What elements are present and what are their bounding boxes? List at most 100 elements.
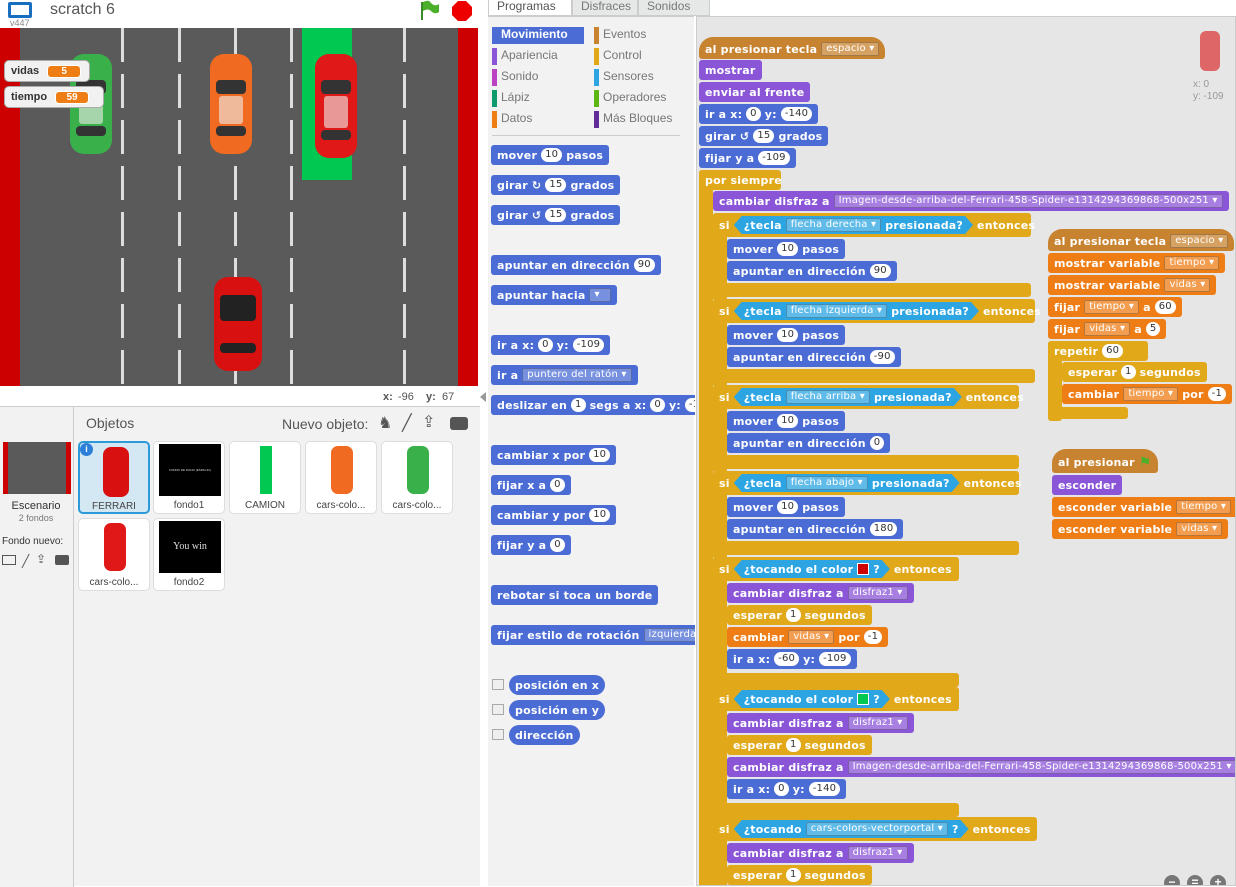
stage-thumbnail[interactable] — [3, 442, 71, 494]
block-dropdown[interactable]: flecha izquierda — [786, 304, 887, 318]
block-input[interactable]: -109 — [572, 338, 605, 352]
zoom-out-icon[interactable]: − — [1164, 875, 1180, 885]
sprite-thumb-fondo1[interactable]: FONDO DE INICIO (ESPACIO) fondo1 — [153, 441, 225, 514]
block-dropdown[interactable]: vidas — [1176, 522, 1223, 536]
forever-loop[interactable] — [699, 170, 713, 885]
stop-icon[interactable] — [451, 0, 473, 22]
reporter-y-position[interactable]: posición en y — [509, 700, 606, 720]
block-input[interactable]: 0 — [550, 538, 565, 552]
block-input[interactable]: 10 — [777, 328, 799, 342]
forever-header[interactable]: por siempre — [699, 170, 782, 190]
paint-backdrop-icon[interactable] — [2, 555, 16, 565]
block-dropdown[interactable]: espacio — [1170, 234, 1229, 248]
block-set-var[interactable]: fijarvidasa5 — [1048, 319, 1167, 339]
category-lapiz[interactable]: Lápiz — [492, 90, 584, 107]
choose-sprite-icon[interactable]: ♞ — [378, 415, 393, 432]
block-dropdown[interactable]: vidas — [1084, 322, 1131, 336]
hat-flag-clicked[interactable]: al presionar⚑ — [1052, 449, 1158, 473]
block-input[interactable]: 0 — [746, 107, 761, 121]
tab-programas[interactable]: Programas — [488, 0, 572, 16]
sprite-thumb-camion[interactable]: CAMION — [229, 441, 301, 514]
category-eventos[interactable]: Eventos — [594, 27, 686, 44]
block-input[interactable]: 15 — [753, 129, 775, 143]
sprite-thumb-cars-green[interactable]: cars-colo... — [381, 441, 453, 514]
block-input[interactable]: 180 — [869, 522, 898, 536]
touching-color-condition[interactable]: ¿tocando el color? — [734, 690, 890, 708]
block-set-y[interactable]: fijar y a-109 — [699, 148, 796, 168]
checkbox-y-position[interactable] — [492, 704, 504, 715]
block-input[interactable]: -140 — [780, 107, 813, 121]
block-go-front[interactable]: enviar al frente — [699, 82, 811, 102]
category-apariencia[interactable]: Apariencia — [492, 48, 584, 65]
touching-color-condition[interactable]: ¿tocando el color? — [734, 560, 890, 578]
zoom-in-icon[interactable]: + — [1210, 875, 1226, 885]
if-block[interactable] — [713, 687, 727, 821]
tiempo-monitor[interactable]: tiempo 59 — [4, 86, 104, 108]
block-input[interactable]: 10 — [589, 448, 611, 462]
palette-splitter-icon[interactable] — [480, 392, 486, 402]
block-dropdown[interactable]: tiempo — [1164, 256, 1220, 270]
block-dropdown[interactable]: tiempo — [1123, 387, 1179, 401]
zoom-reset-icon[interactable]: = — [1187, 875, 1203, 885]
repeat-loop[interactable] — [1048, 341, 1062, 421]
block-dropdown[interactable]: disfraz1 — [847, 846, 908, 860]
tab-sonidos[interactable]: Sonidos — [638, 0, 710, 16]
block-hide[interactable]: esconder — [1052, 475, 1123, 495]
checkbox-x-position[interactable] — [492, 679, 504, 690]
block-set-var[interactable]: fijartiempoa60 — [1048, 297, 1182, 317]
block-input[interactable]: -1 — [863, 630, 883, 644]
category-mas-bloques[interactable]: Más Bloques — [594, 111, 686, 128]
red-car-sprite[interactable] — [315, 54, 357, 158]
block-input[interactable]: 0 — [550, 478, 565, 492]
color-swatch-green[interactable] — [857, 693, 869, 705]
vidas-monitor[interactable]: vidas 5 — [4, 60, 90, 82]
project-title[interactable]: scratch 6 — [50, 1, 115, 18]
color-swatch-red[interactable] — [857, 563, 869, 575]
sprite-thumb-fondo2[interactable]: You win fondo2 — [153, 518, 225, 591]
block-input[interactable]: 0 — [869, 436, 885, 450]
block-input[interactable]: -90 — [869, 350, 895, 364]
block-input[interactable]: 15 — [545, 208, 567, 222]
block-dropdown[interactable]: cars-colors-vectorportal — [806, 822, 948, 836]
category-control[interactable]: Control — [594, 48, 686, 65]
block-input[interactable]: 10 — [777, 414, 799, 428]
if-header[interactable]: si ¿tocando el color? entonces — [713, 557, 959, 581]
reporter-direction[interactable]: dirección — [509, 725, 580, 745]
orange-car-sprite[interactable] — [210, 54, 252, 154]
upload-sprite-icon[interactable]: ⇪ — [422, 414, 436, 431]
block-dropdown[interactable]: tiempo — [1084, 300, 1140, 314]
category-operadores[interactable]: Operadores — [594, 90, 686, 107]
category-sensores[interactable]: Sensores — [594, 69, 686, 86]
info-icon[interactable]: i — [80, 443, 93, 456]
block-input[interactable]: 5 — [1145, 322, 1161, 336]
block-change-var[interactable]: cambiartiempopor-1 — [1062, 384, 1233, 404]
block-input[interactable]: 1 — [571, 398, 586, 412]
block-dropdown[interactable]: disfraz1 — [847, 586, 908, 600]
